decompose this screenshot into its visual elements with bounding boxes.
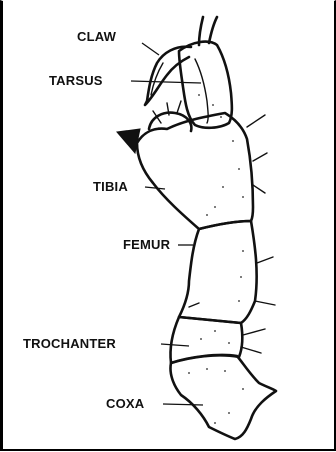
coxa-segment [170, 355, 276, 439]
stipple-dots [188, 94, 244, 424]
coxa-leader [163, 404, 203, 405]
trochanter-leader [161, 344, 189, 346]
label-trochanter: TROCHANTER [23, 336, 116, 351]
tarsus-leader [131, 81, 201, 83]
femur-segment [179, 221, 257, 323]
claw-leader [142, 43, 159, 55]
bristles [153, 101, 275, 353]
tibia-segment [137, 113, 253, 229]
apical-claw-right [209, 17, 217, 43]
tarsus-segment [179, 42, 232, 128]
label-femur: FEMUR [123, 237, 171, 252]
label-coxa: COXA [106, 396, 145, 411]
leg-diagram: CLAW TARSUS TIBIA FEMUR TROCHANTER COXA [3, 1, 336, 452]
label-tibia: TIBIA [93, 179, 128, 194]
label-claw: CLAW [77, 29, 117, 44]
tarsus-inner [195, 59, 208, 123]
trochanter-segment [170, 317, 242, 363]
label-tarsus: TARSUS [49, 73, 103, 88]
